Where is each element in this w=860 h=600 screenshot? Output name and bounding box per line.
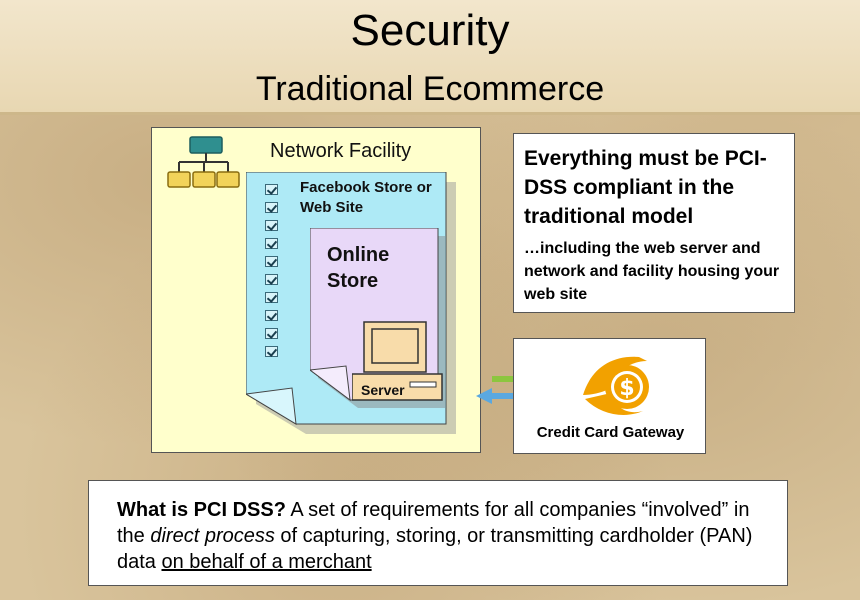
- pci-underlined: on behalf of a merchant: [161, 551, 372, 573]
- checkbox-icon: [265, 292, 278, 303]
- compliance-detail: …including the web server and network an…: [524, 240, 780, 303]
- checkbox-icon: [265, 184, 278, 195]
- network-facility-label: Network Facility: [270, 140, 412, 162]
- pci-dss-definition: What is PCI DSS? A set of requirements f…: [88, 480, 788, 586]
- compliance-statement: Everything must be PCI-DSS compliant in …: [524, 147, 767, 228]
- checkbox-icon: [265, 220, 278, 231]
- facebook-store-label: Facebook Store or Web Site: [300, 179, 432, 216]
- credit-card-gateway-label: Credit Card Gateway: [536, 424, 685, 441]
- checkbox-icon: [265, 238, 278, 249]
- checkbox-icon: [265, 328, 278, 339]
- server-computer-icon: [352, 321, 443, 401]
- pci-text-2: of capturing, storing, or transmitting c…: [117, 525, 753, 573]
- slide-title: Security: [350, 6, 510, 55]
- dollar-coin-icon: $: [583, 356, 649, 415]
- slide-subtitle: Traditional Ecommerce: [255, 70, 605, 108]
- checkbox-icon: [265, 346, 278, 357]
- checkbox-icon: [265, 274, 278, 285]
- credit-card-gateway-box: $ Credit Card Gateway: [513, 338, 706, 454]
- server-label: Server: [361, 382, 405, 398]
- network-facility-panel: Network Facility Facebook Store or Web S…: [151, 127, 481, 453]
- pci-dss-term: What is PCI DSS?: [117, 499, 286, 521]
- arrow-left-icon: [476, 388, 530, 404]
- pci-emphasis: direct process: [150, 525, 275, 547]
- checkbox-icon: [265, 202, 278, 213]
- checkbox-icon: [265, 310, 278, 321]
- svg-text:$: $: [619, 376, 634, 401]
- online-store-label: Online Store: [327, 244, 390, 292]
- pci-text-1: A set of requirements for all companies …: [117, 499, 750, 547]
- compliance-callout: Everything must be PCI-DSS compliant in …: [513, 133, 795, 313]
- title-band: [0, 0, 860, 115]
- network-hierarchy-icon: [167, 136, 240, 188]
- checkbox-icon: [265, 256, 278, 267]
